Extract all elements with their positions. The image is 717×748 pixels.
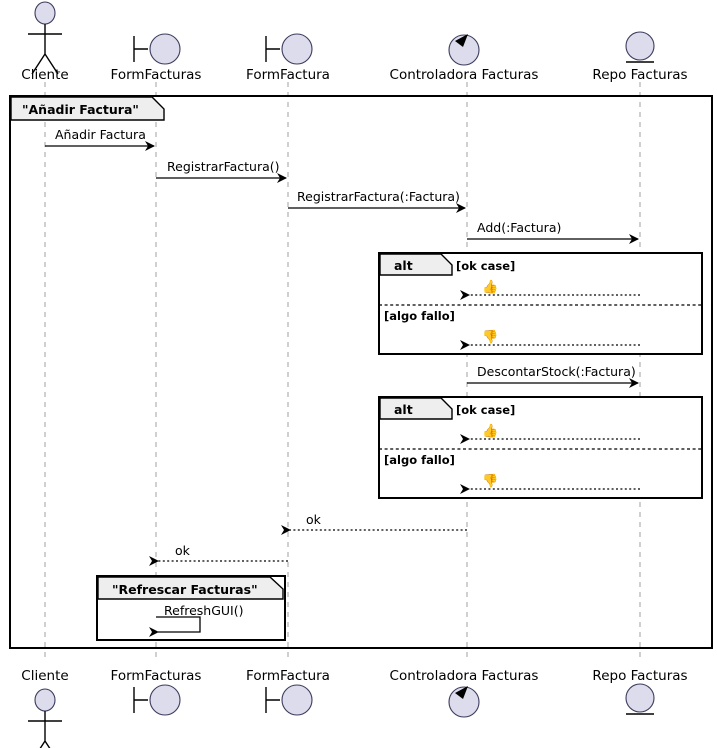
message-add-factura[interactable]: Add(:Factura) bbox=[467, 220, 639, 244]
actor-body-lines bbox=[28, 711, 62, 748]
entity-icon bbox=[625, 31, 655, 61]
frame-alt-2-box bbox=[378, 396, 703, 499]
frame-alt-1-tab bbox=[379, 253, 453, 276]
participant-label-cliente-top: Cliente bbox=[21, 67, 68, 83]
message-ok-return-2[interactable]: ok bbox=[149, 543, 288, 566]
self-message-arrow bbox=[149, 616, 201, 637]
frame-alt-2[interactable]: alt [ok case] [algo fallo] bbox=[378, 396, 703, 499]
message-fail-thumbsdown-2[interactable]: 👎 bbox=[460, 473, 640, 494]
frame-refrescar-facturas[interactable]: "Refrescar Facturas" RefreshGUI() bbox=[96, 575, 286, 641]
participant-label-formfacturas-bottom: FormFacturas bbox=[111, 668, 202, 684]
frame-alt-2-guard-fail: [algo fallo] bbox=[384, 453, 455, 467]
boundary-icon bbox=[149, 33, 181, 65]
frame-alt-2-operator: alt bbox=[394, 402, 413, 417]
thumbs-down-icon: 👎 bbox=[482, 329, 498, 345]
boundary-bar-icon bbox=[133, 36, 148, 62]
boundary-icon bbox=[149, 684, 181, 716]
frame-refrescar-box bbox=[96, 575, 286, 641]
frame-alt-1-guard-fail: [algo fallo] bbox=[384, 309, 455, 323]
participant-foot-repo[interactable] bbox=[625, 683, 655, 715]
participant-head-cliente[interactable] bbox=[28, 1, 62, 75]
participant-label-formfacturas-top: FormFacturas bbox=[111, 67, 202, 83]
boundary-icon bbox=[281, 684, 313, 716]
self-message-refreshgui[interactable]: RefreshGUI() bbox=[149, 603, 243, 637]
frame-anadir-factura-box bbox=[9, 95, 713, 649]
actor-body-lines bbox=[28, 24, 62, 75]
participant-foot-controladora[interactable] bbox=[448, 686, 480, 718]
frame-alt-2-tab bbox=[379, 397, 453, 420]
entity-icon bbox=[625, 683, 655, 713]
participant-label-cliente-bottom: Cliente bbox=[21, 668, 68, 684]
participant-label-formfactura-top: FormFactura bbox=[246, 67, 330, 83]
participant-head-formfactura[interactable] bbox=[265, 33, 313, 65]
participant-head-repo[interactable] bbox=[625, 31, 655, 63]
participant-label-controladora-top: Controladora Facturas bbox=[390, 67, 539, 83]
message-label: RegistrarFactura() bbox=[167, 159, 280, 174]
thumbs-up-icon: 👍 bbox=[482, 423, 498, 439]
control-arrow-icon bbox=[455, 686, 468, 699]
participant-foot-cliente[interactable] bbox=[28, 688, 62, 748]
participant-label-formfactura-bottom: FormFactura bbox=[246, 668, 330, 684]
message-label: RegistrarFactura(:Factura) bbox=[297, 189, 460, 204]
boundary-bar-icon bbox=[265, 36, 280, 62]
message-label: ok bbox=[175, 543, 191, 558]
message-fail-thumbsdown-1[interactable]: 👎 bbox=[460, 329, 640, 350]
message-label: Add(:Factura) bbox=[477, 220, 561, 235]
frame-alt-1-operator: alt bbox=[394, 258, 413, 273]
participant-foot-formfactura[interactable] bbox=[265, 684, 313, 716]
self-message-label: RefreshGUI() bbox=[164, 603, 243, 618]
frame-alt-1[interactable]: alt [ok case] [algo fallo] bbox=[378, 252, 703, 355]
message-registrarfactura-factura[interactable]: RegistrarFactura(:Factura) bbox=[288, 189, 466, 213]
boundary-bar-icon bbox=[265, 687, 280, 713]
thumbs-up-icon: 👍 bbox=[482, 279, 498, 295]
participant-label-repo-bottom: Repo Facturas bbox=[592, 668, 687, 684]
participant-label-repo-top: Repo Facturas bbox=[592, 67, 687, 83]
actor-stick-figure-icon bbox=[34, 1, 56, 25]
boundary-icon bbox=[281, 33, 313, 65]
message-registrarfactura[interactable]: RegistrarFactura() bbox=[156, 159, 287, 183]
message-anadir-factura[interactable]: Añadir Factura bbox=[45, 127, 155, 151]
message-label: Añadir Factura bbox=[55, 127, 146, 142]
frame-refrescar-tab bbox=[97, 576, 284, 600]
participant-label-controladora-bottom: Controladora Facturas bbox=[390, 668, 539, 684]
message-ok-return-1[interactable]: ok bbox=[281, 512, 467, 535]
frame-anadir-factura[interactable]: "Añadir Factura" bbox=[9, 95, 713, 649]
frame-alt-1-guard-ok: [ok case] bbox=[456, 259, 515, 273]
message-ok-thumbsup-1[interactable]: 👍 bbox=[460, 279, 640, 300]
participant-head-formfacturas[interactable] bbox=[133, 33, 181, 65]
frame-anadir-factura-label: "Añadir Factura" bbox=[22, 102, 139, 117]
control-icon bbox=[448, 34, 480, 66]
message-label: DescontarStock(:Factura) bbox=[477, 364, 636, 379]
message-descontarstock[interactable]: DescontarStock(:Factura) bbox=[467, 364, 639, 388]
message-ok-thumbsup-2[interactable]: 👍 bbox=[460, 423, 640, 444]
participant-head-controladora[interactable] bbox=[448, 34, 480, 66]
message-label: ok bbox=[306, 512, 322, 527]
control-icon bbox=[448, 686, 480, 718]
control-arrow-icon bbox=[455, 34, 468, 47]
thumbs-down-icon: 👎 bbox=[482, 473, 498, 489]
frame-anadir-factura-tab bbox=[10, 96, 165, 121]
actor-stick-figure-icon bbox=[34, 688, 56, 712]
participant-foot-formfacturas[interactable] bbox=[133, 684, 181, 716]
frame-refrescar-label: "Refrescar Facturas" bbox=[112, 582, 258, 597]
boundary-bar-icon bbox=[133, 687, 148, 713]
frame-alt-2-guard-ok: [ok case] bbox=[456, 403, 515, 417]
frame-alt-1-box bbox=[378, 252, 703, 355]
